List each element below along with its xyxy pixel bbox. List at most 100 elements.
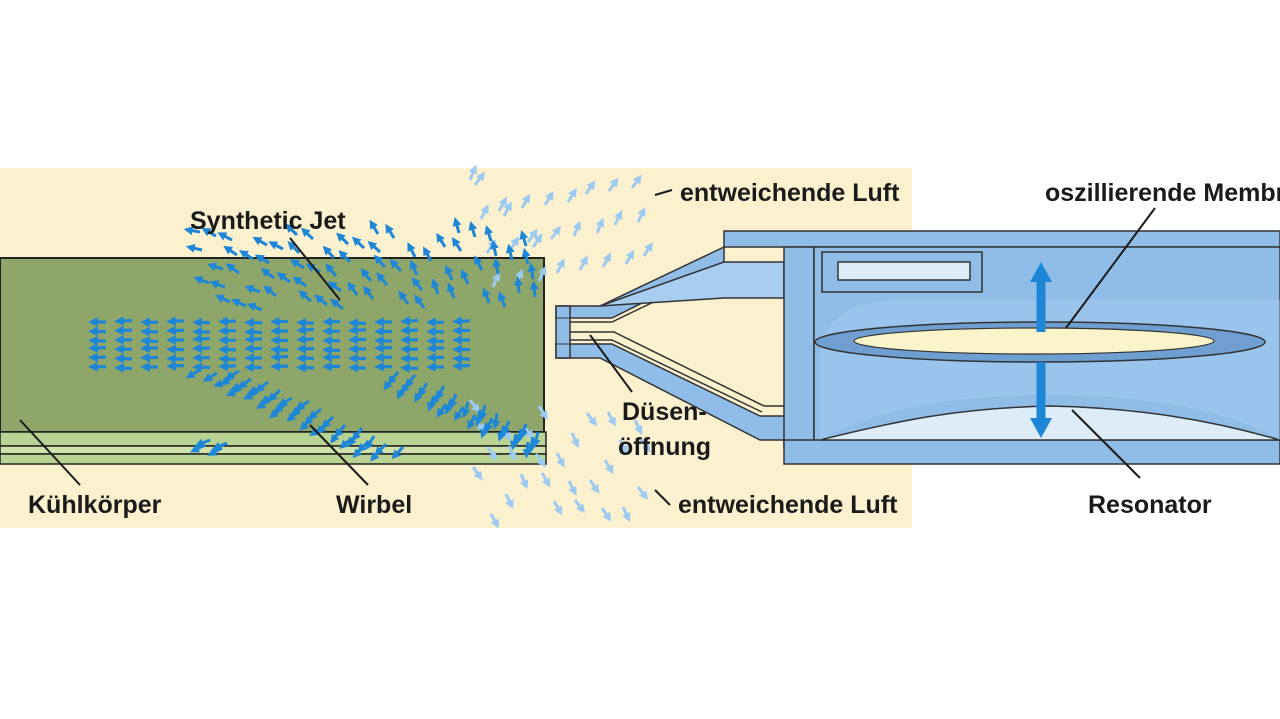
flow-arrow — [636, 486, 649, 501]
flow-arrow — [360, 268, 373, 282]
flow-arrow — [334, 424, 347, 438]
flow-arrow — [292, 276, 307, 288]
flow-arrow — [522, 441, 532, 459]
flow-arrow — [268, 388, 282, 402]
flow-arrow — [423, 246, 433, 262]
flow-arrow — [183, 226, 201, 236]
flow-arrow — [531, 233, 543, 248]
flow-arrow — [237, 377, 252, 389]
flow-arrow — [244, 285, 261, 294]
flow-arrow — [185, 243, 203, 253]
flow-arrow — [268, 241, 284, 251]
flow-arrow — [633, 419, 643, 436]
flow-arrow — [407, 242, 417, 258]
flow-arrow — [321, 415, 335, 429]
flow-arrow — [578, 255, 588, 271]
flow-arrow — [389, 258, 403, 273]
flow-arrow — [519, 230, 529, 247]
flow-arrow — [482, 287, 491, 304]
flow-arrow — [468, 399, 481, 414]
flow-arrow — [505, 243, 515, 261]
flow-arrow — [595, 217, 605, 234]
label-nozzle-line1: Düsen- — [622, 398, 707, 426]
flow-arrow — [238, 250, 254, 261]
flow-arrow — [202, 371, 218, 382]
flow-arrow — [543, 190, 554, 206]
flow-arrow — [194, 438, 211, 447]
jet-flow-arrows — [88, 217, 541, 462]
flow-arrow — [534, 453, 546, 468]
flow-arrow — [603, 459, 614, 475]
flow-arrow — [289, 259, 305, 270]
flow-arrow — [624, 249, 635, 265]
flow-arrow — [405, 374, 417, 389]
flow-arrow — [537, 265, 547, 282]
flow-arrow — [217, 232, 233, 242]
flow-arrow — [501, 420, 511, 437]
flow-arrow — [489, 513, 500, 529]
flow-arrow — [348, 363, 367, 373]
label-vortex: Wirbel — [336, 491, 412, 519]
flow-arrow — [555, 452, 565, 468]
flow-arrow — [166, 354, 185, 364]
flow-arrow — [347, 281, 359, 296]
flow-arrow — [540, 472, 551, 488]
flow-arrow — [468, 164, 478, 181]
flow-arrow — [513, 276, 523, 294]
flow-arrow — [214, 294, 231, 304]
flow-arrow — [521, 247, 531, 265]
flow-arrow — [492, 257, 502, 275]
flow-arrow — [529, 280, 539, 298]
flow-arrow — [531, 431, 541, 449]
flow-arrow — [471, 466, 483, 481]
flow-arrow — [314, 294, 328, 307]
flow-arrow — [566, 187, 577, 203]
flow-arrow — [570, 432, 580, 449]
flow-arrow — [246, 302, 263, 312]
flow-arrow — [329, 298, 344, 311]
flow-arrow — [307, 407, 322, 420]
flow-arrow — [409, 259, 419, 276]
label-escaping-air-bottom: entweichende Luft — [678, 491, 898, 519]
flow-arrow — [338, 249, 352, 264]
flow-arrow — [263, 285, 277, 298]
flow-arrow — [451, 237, 463, 252]
flow-arrow — [588, 479, 600, 494]
flow-arrow — [573, 499, 585, 514]
flow-arrow — [224, 369, 240, 380]
flow-arrow — [88, 336, 107, 346]
flow-arrow — [244, 334, 263, 344]
label-synthetic-jet: Synthetic Jet — [190, 207, 346, 235]
flow-arrow — [270, 345, 289, 355]
flow-arrow — [348, 325, 367, 335]
flow-arrow — [400, 363, 419, 373]
flow-arrow — [387, 371, 400, 385]
flow-arrow — [585, 412, 597, 427]
oscillating-membrane — [853, 327, 1215, 355]
flow-arrow — [374, 343, 393, 353]
label-nozzle-line2: öffnung — [618, 433, 711, 461]
flow-arrow — [473, 171, 485, 186]
flow-arrow — [218, 354, 237, 364]
jet-device — [555, 230, 1280, 465]
flow-arrow — [367, 240, 382, 254]
flow-arrow — [484, 417, 494, 434]
flow-arrow — [185, 368, 201, 379]
flow-arrow — [351, 236, 366, 250]
flow-arrow — [426, 343, 445, 353]
flow-arrow — [296, 318, 315, 328]
flow-arrow — [209, 280, 226, 289]
flow-arrow — [211, 441, 228, 451]
flow-arrow — [114, 363, 133, 373]
flow-arrow — [391, 445, 405, 460]
label-escaping-air-top: entweichende Luft — [680, 179, 900, 207]
flow-arrow — [363, 285, 375, 300]
flow-arrow — [552, 500, 563, 516]
flow-arrow — [491, 271, 501, 288]
flow-arrow — [444, 264, 454, 281]
flow-arrow — [526, 228, 538, 243]
flow-arrow — [601, 252, 612, 268]
label-resonator: Resonator — [1088, 491, 1212, 519]
flow-arrow — [230, 298, 247, 308]
flow-arrow — [431, 278, 440, 295]
